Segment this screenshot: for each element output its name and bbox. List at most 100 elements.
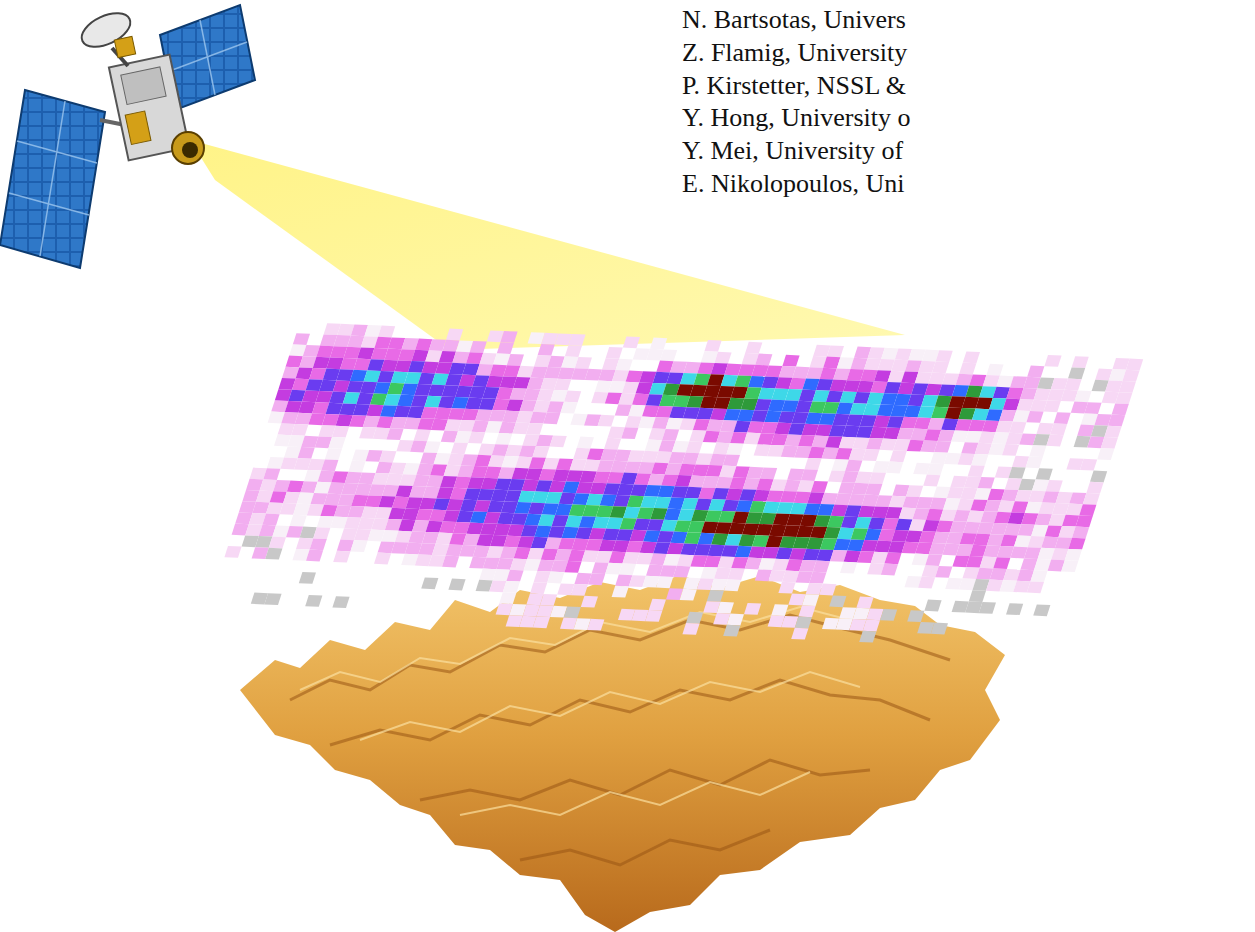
rain-cell: [884, 552, 901, 564]
rain-cell: [963, 351, 980, 363]
rain-cell: [1076, 515, 1093, 527]
rain-cell: [804, 458, 821, 470]
rain-cell: [656, 576, 673, 588]
rain-cell: [540, 594, 557, 606]
rain-cell: [924, 600, 941, 612]
rain-cell: [564, 606, 581, 618]
rain-cell: [414, 429, 431, 441]
rain-cell: [840, 562, 857, 574]
rain-cell: [470, 341, 487, 353]
rain-cell: [424, 441, 441, 453]
rain-cell: [869, 472, 886, 484]
rain-cell: [386, 428, 403, 440]
rain-cell: [526, 423, 543, 435]
author-line: E. Nikolopoulos, Uni: [682, 168, 1255, 201]
rain-cell: [1044, 400, 1061, 412]
rain-cell: [934, 441, 951, 453]
rain-cell: [616, 359, 633, 371]
rain-cell: [497, 342, 514, 354]
rain-cell: [565, 345, 582, 357]
rain-cell: [1126, 359, 1143, 371]
rain-cell: [1115, 392, 1132, 404]
rain-cell: [728, 568, 745, 580]
author-line: Y. Mei, University of: [682, 135, 1255, 168]
rain-cell: [1084, 402, 1101, 414]
rain-cell: [1119, 381, 1136, 393]
rain-cell: [446, 329, 463, 341]
rain-cell: [1097, 448, 1114, 460]
rain-cell: [532, 446, 549, 458]
rain-cell: [530, 582, 547, 594]
rain-cell: [809, 572, 826, 584]
rain-cell: [568, 334, 585, 346]
rain-cell: [538, 344, 555, 356]
rain-cell: [906, 485, 923, 497]
author-line: N. Bartsotas, Univers: [682, 4, 1255, 37]
rain-cell: [1074, 390, 1091, 402]
rain-cell: [265, 548, 282, 560]
rain-cell: [305, 595, 322, 607]
rain-cell: [801, 469, 818, 481]
rain-cell: [451, 442, 468, 454]
rain-cell: [507, 354, 524, 366]
author-list: N. Bartsotas, UniversZ. Flamig, Universi…: [682, 4, 1255, 201]
rain-cell: [554, 379, 571, 391]
rain-cell: [1033, 604, 1050, 616]
rain-cell: [1083, 493, 1100, 505]
rain-cell: [588, 573, 605, 585]
rain-cell: [724, 579, 741, 591]
rain-cell: [621, 427, 638, 439]
rain-cell: [604, 438, 621, 450]
rain-cell: [673, 566, 690, 578]
rain-cell: [299, 572, 316, 584]
rain-cell: [262, 514, 279, 526]
rain-cell: [969, 590, 986, 602]
rain-cell: [1072, 356, 1089, 368]
rain-cell: [290, 515, 307, 527]
rain-cell: [979, 602, 996, 614]
rain-cell: [845, 460, 862, 472]
rain-cell: [224, 546, 241, 558]
rain-cell: [886, 462, 903, 474]
rain-cell: [1046, 480, 1063, 492]
rain-cell: [707, 590, 724, 602]
rain-cell: [293, 333, 310, 345]
rain-cell: [581, 596, 598, 608]
rain-cell: [350, 540, 367, 552]
rain-cell: [606, 347, 623, 359]
rain-cell: [1029, 445, 1046, 457]
rain-cell: [680, 589, 697, 601]
rain-cell: [1046, 435, 1063, 447]
rain-cell: [1068, 367, 1085, 379]
rain-cell: [662, 429, 679, 441]
rain-cell: [1112, 403, 1129, 415]
rain-cell: [1027, 581, 1044, 593]
rain-cell: [310, 538, 327, 550]
rain-cell: [560, 402, 577, 414]
rain-cell: [968, 465, 985, 477]
rain-cell: [506, 570, 523, 582]
rain-cell: [1086, 482, 1103, 494]
rain-cell: [723, 454, 740, 466]
rain-cell: [577, 437, 594, 449]
rain-cell: [791, 628, 808, 640]
rain-cell: [543, 412, 560, 424]
author-line: Y. Hong, University o: [682, 102, 1255, 135]
rain-cell: [503, 581, 520, 593]
rain-cell: [931, 623, 948, 635]
rain-cell: [1036, 468, 1053, 480]
rain-cell: [421, 577, 438, 589]
rain-cell: [795, 617, 812, 629]
rain-cell: [298, 447, 315, 459]
rain-cell: [1030, 570, 1047, 582]
rain-cell: [533, 616, 550, 628]
rain-cell: [993, 557, 1010, 569]
rain-cell: [564, 561, 581, 573]
rain-cell: [925, 554, 942, 566]
rain-cell: [499, 592, 516, 604]
rain-cell: [332, 426, 349, 438]
rain-cell: [1061, 560, 1078, 572]
rain-cell: [468, 432, 485, 444]
rain-cell: [1122, 370, 1139, 382]
rain-cell: [500, 331, 517, 343]
